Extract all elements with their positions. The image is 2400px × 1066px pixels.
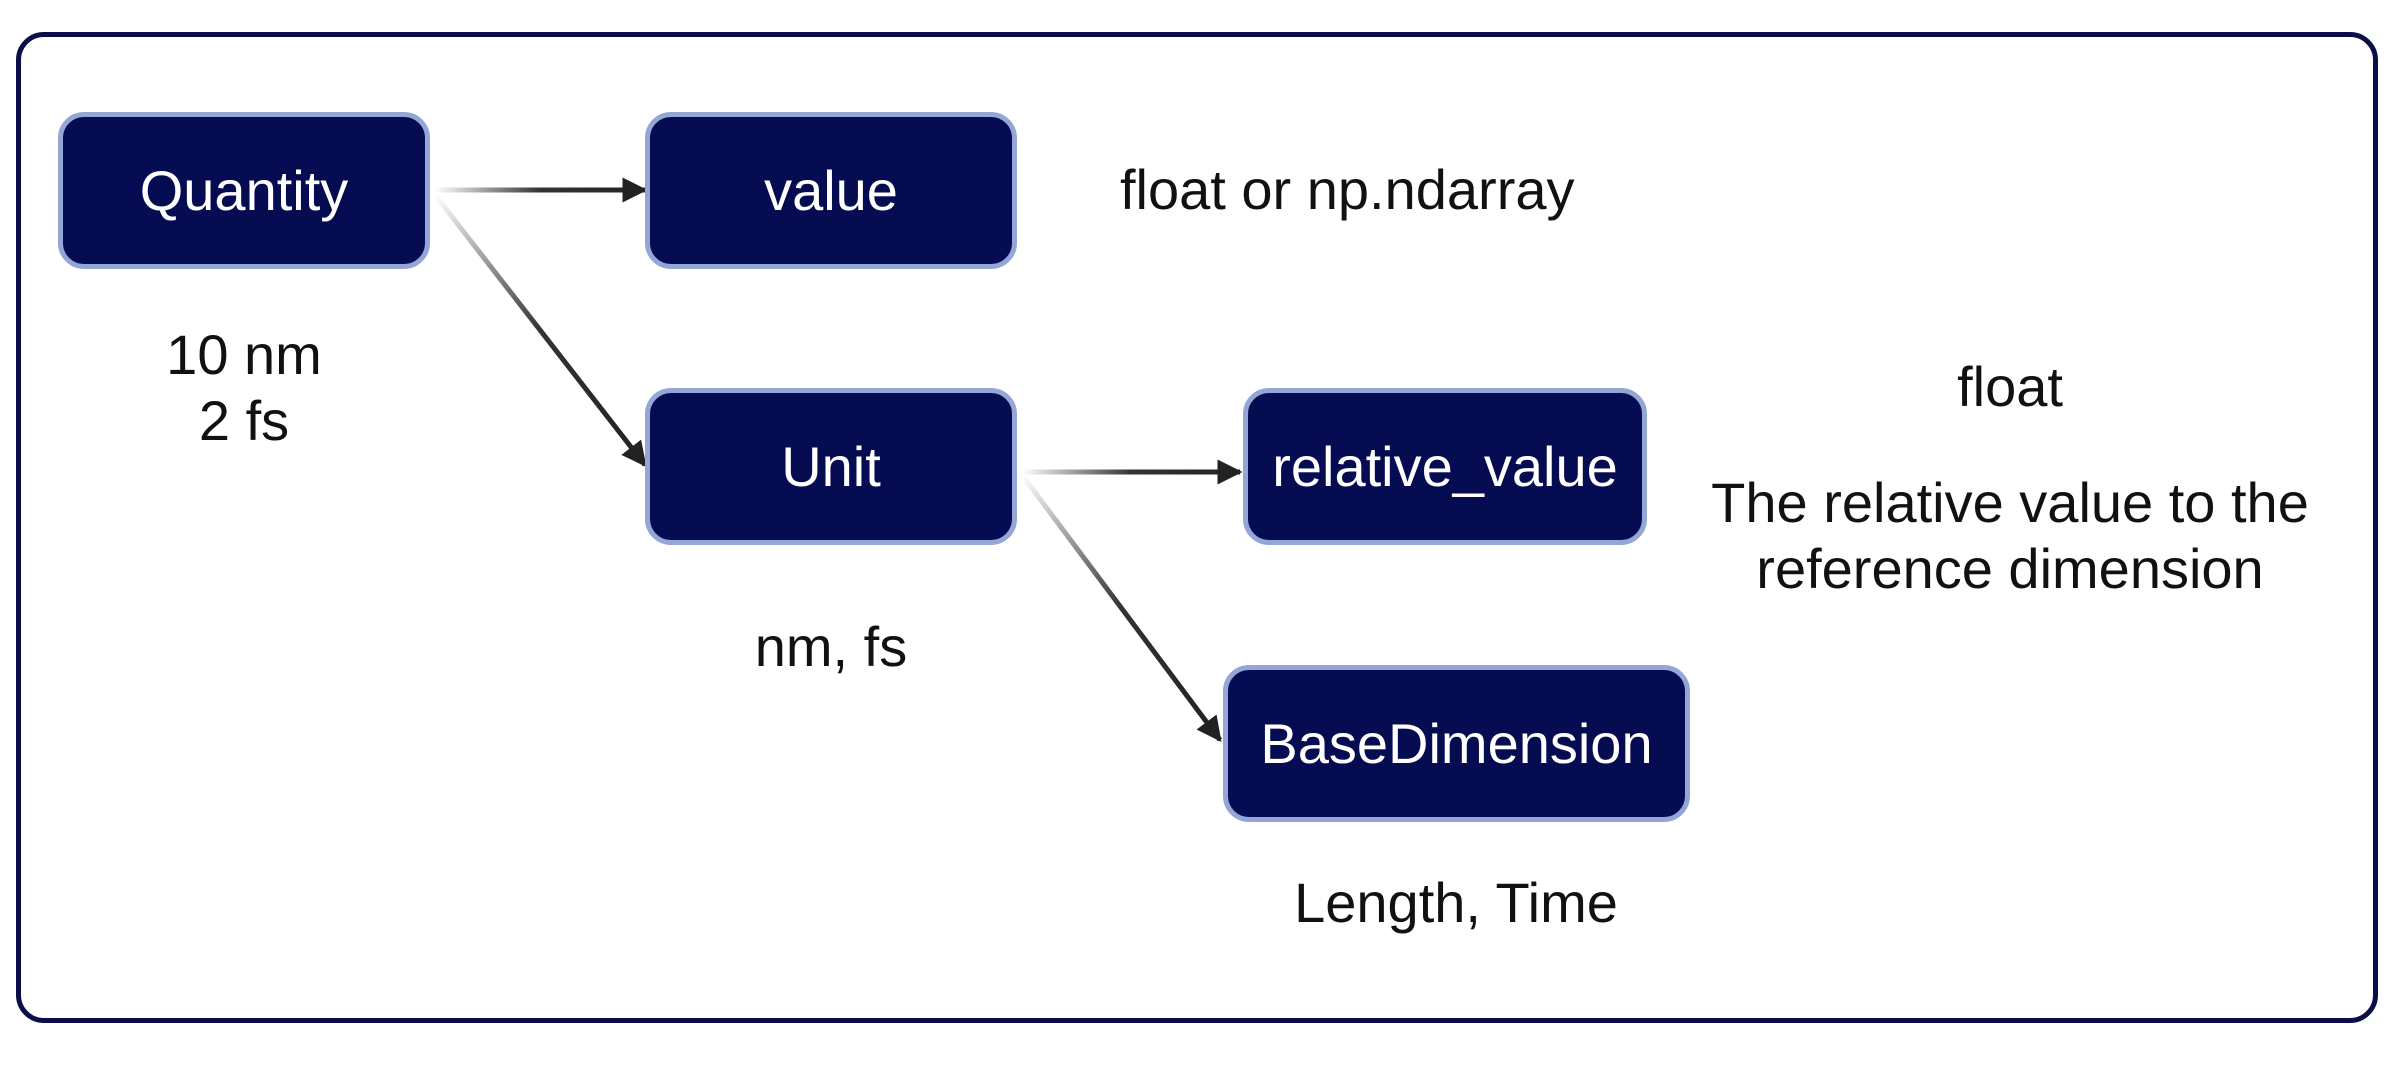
- relative-value-description-line-2: reference dimension: [1756, 537, 2264, 600]
- node-relative-value-label: relative_value: [1272, 435, 1618, 498]
- unit-examples: nm, fs: [754, 615, 908, 678]
- arrow-unit-to-base-dimension: [1019, 473, 1223, 743]
- node-unit-label: Unit: [781, 435, 881, 498]
- node-relative-value: relative_value: [1243, 388, 1647, 545]
- value-type-label: float or np.ndarray: [1120, 158, 1575, 221]
- node-value-label: value: [764, 159, 898, 222]
- node-base-dimension-label: BaseDimension: [1260, 712, 1653, 775]
- quantity-examples: 10 nm 2 fs: [94, 322, 394, 454]
- node-base-dimension: BaseDimension: [1223, 665, 1690, 822]
- quantity-example-2: 2 fs: [198, 389, 290, 452]
- relative-value-description: The relative value to the reference dime…: [1660, 470, 2360, 602]
- node-value: value: [645, 112, 1017, 269]
- relative-value-type: float: [1957, 355, 2063, 418]
- node-quantity: Quantity: [58, 112, 430, 269]
- quantity-example-1: 10 nm: [166, 323, 322, 386]
- relative-value-description-line-1: The relative value to the: [1711, 471, 2309, 534]
- base-dimension-examples: Length, Time: [1294, 871, 1618, 934]
- node-quantity-label: Quantity: [139, 159, 349, 222]
- node-unit: Unit: [645, 388, 1017, 545]
- arrow-quantity-to-unit: [433, 193, 647, 467]
